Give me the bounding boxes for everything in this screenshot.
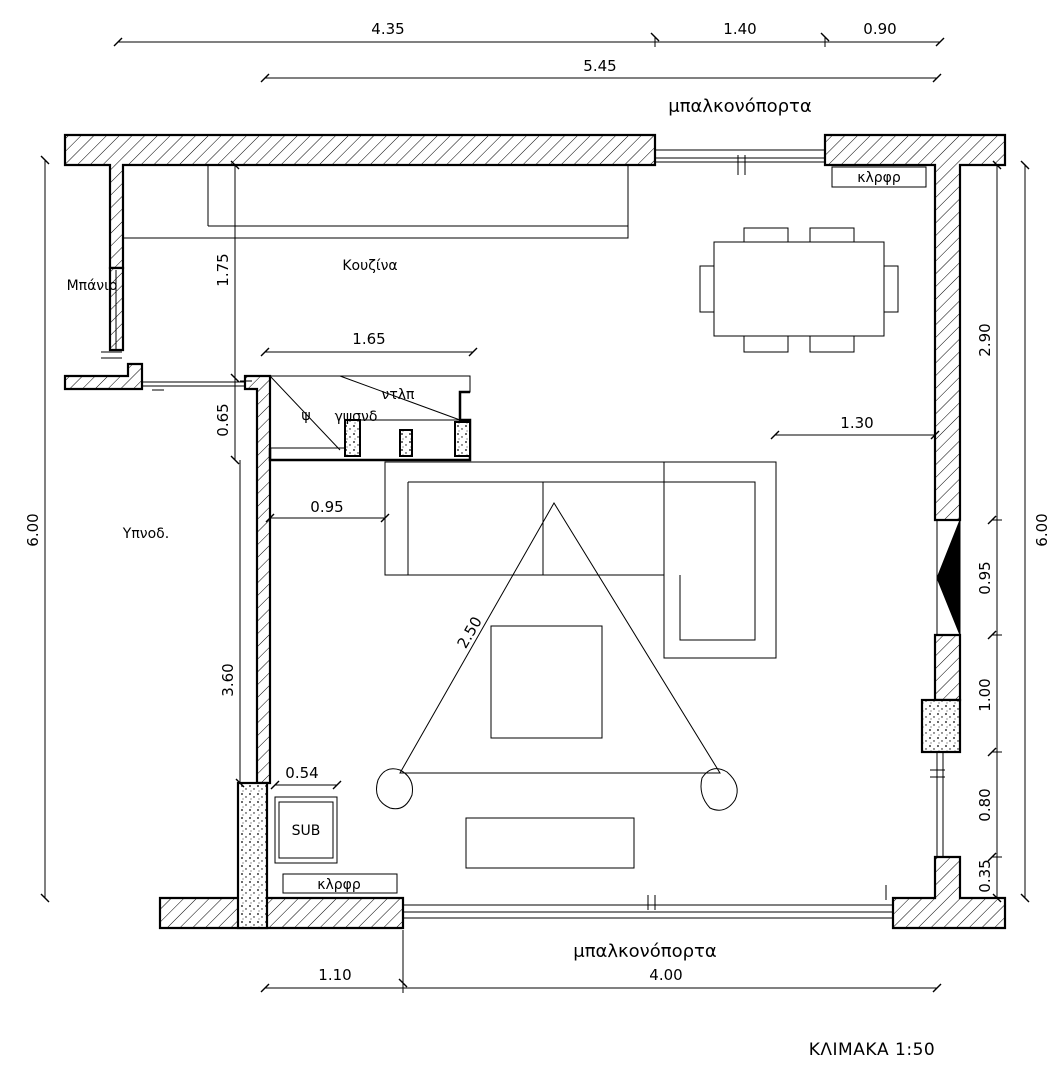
dim-top-total: 5.45 [583, 57, 616, 75]
tv-unit [465, 817, 635, 869]
room-bedroom: Υπνοδ. [122, 526, 169, 542]
right-wall-low [891, 855, 1007, 930]
dim-right-4: 0.80 [976, 788, 994, 821]
dim-right-1: 2.90 [976, 323, 994, 356]
gypsum-label: γψσνδ [335, 409, 378, 425]
dim-top-3: 0.90 [863, 20, 896, 38]
room-kitchen: Κουζίνα [342, 258, 397, 274]
dim-sub-width: 0.54 [285, 764, 318, 782]
subwoofer [274, 796, 338, 864]
kitchen [122, 164, 927, 462]
bedroom-top-wall [63, 362, 144, 391]
balcony-door-bottom: μπαλκονόπορτα [573, 941, 716, 962]
dim-triangle: 2.50 [454, 614, 486, 652]
dim-counter-width: 1.65 [352, 330, 385, 348]
room-labels: Κουζίνα Μπάνιο Υπνοδ. μπαλκονόπορτα μπαλ… [67, 96, 935, 1060]
fridge-bottom-label: κλρφρ [317, 877, 361, 893]
dim-right-2: 0.95 [976, 561, 994, 594]
right-wall-mid [933, 633, 962, 702]
speaker-triangle [399, 502, 721, 774]
speaker-right [700, 768, 738, 811]
balcony-door-top: μπαλκονόπορτα [668, 96, 811, 117]
dimension-lines [40, 32, 1030, 993]
scale-label: ΚΛΙΜΑΚΑ 1:50 [809, 1040, 935, 1060]
dim-kitchen-depth: 1.75 [214, 253, 232, 286]
living-room [274, 461, 777, 894]
dim-bottom-2: 4.00 [649, 966, 682, 984]
top-wall-left [63, 133, 657, 270]
psi-label: ψ [301, 408, 310, 424]
dimension-labels: 4.35 1.40 0.90 5.45 6.00 1.75 0.65 3.60 … [24, 20, 1051, 984]
column-left [236, 781, 269, 930]
walls [63, 133, 1007, 930]
dim-bottom-1: 1.10 [318, 966, 351, 984]
coffee-table [490, 625, 603, 739]
column-right [920, 698, 962, 754]
dim-top-2: 1.40 [723, 20, 756, 38]
dim-right-5: 0.35 [976, 859, 994, 892]
fireplace [936, 519, 961, 636]
dim-table-gap: 1.30 [840, 414, 873, 432]
dim-wall-seg: 0.65 [214, 403, 232, 436]
bottom-wall-left [158, 896, 405, 930]
dining-table [713, 241, 885, 337]
dim-right-3: 1.00 [976, 678, 994, 711]
bedroom-side-wall [243, 374, 272, 785]
room-bathroom: Μπάνιο [67, 278, 118, 294]
dim-sofa-gap: 0.95 [310, 498, 343, 516]
sofa [384, 461, 777, 659]
dim-left-total: 6.00 [24, 513, 42, 546]
openings [101, 149, 945, 919]
dim-right-total: 6.00 [1033, 513, 1051, 546]
dim-bedroom-wall: 3.60 [219, 663, 237, 696]
fridge-top-label: κλρφρ [857, 170, 901, 186]
dim-top-1: 4.35 [371, 20, 404, 38]
kitchen-counter [122, 164, 629, 239]
fridge-bottom [282, 873, 398, 894]
ntlp-label: ντλπ [382, 387, 416, 403]
subwoofer-label: SUB [292, 823, 321, 839]
speaker-left [376, 768, 413, 810]
fridge-top [831, 166, 927, 188]
dining-set [699, 227, 899, 353]
